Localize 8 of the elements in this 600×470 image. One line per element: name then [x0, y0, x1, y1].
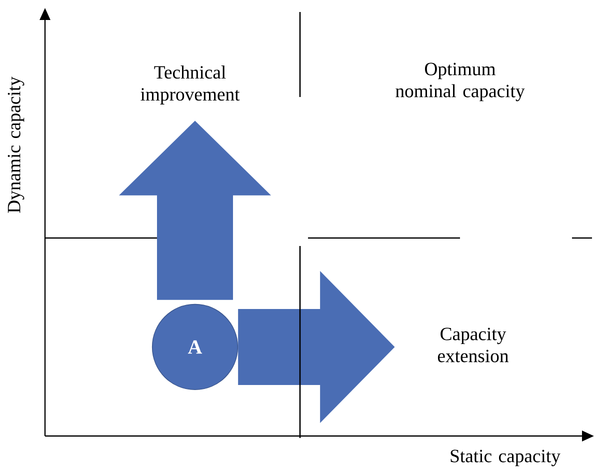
- axis-label: Dynamic capacity: [8, 76, 24, 213]
- node-label: Capacity extension: [438, 328, 508, 362]
- block-arrow: [119, 120, 271, 300]
- block-arrow: [238, 271, 395, 423]
- axis-label: Static capacity: [450, 450, 560, 466]
- axis-label: Optimum nominal capacity: [396, 62, 525, 102]
- circle-node: A: [152, 304, 238, 390]
- node-label: Technical improvement: [140, 66, 240, 104]
